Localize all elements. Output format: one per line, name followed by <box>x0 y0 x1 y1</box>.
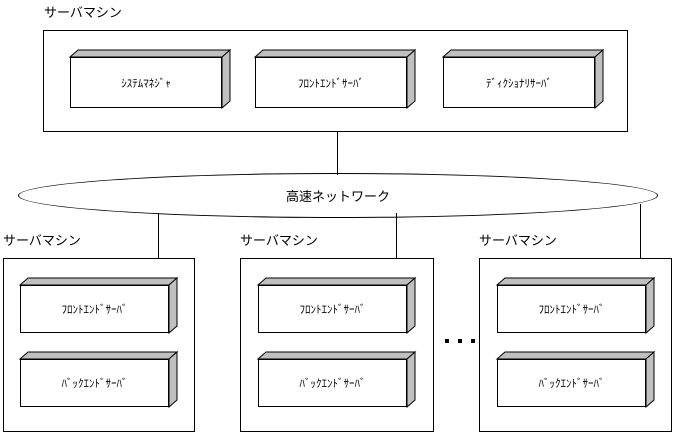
connector-network-to-machine-3 <box>640 204 641 258</box>
server-block-3d-shading <box>495 350 656 409</box>
server-block-3d-shading <box>18 350 179 409</box>
server-block-front-face <box>497 359 646 407</box>
server-block-front-end-top[interactable]: ﾌﾛﾝﾄｴﾝﾄﾞｻｰﾊﾞ <box>253 48 417 110</box>
server-block-3d-shading <box>18 276 179 335</box>
server-block-label: ﾊﾞｯｸｴﾝﾄﾞｻｰﾊﾞ <box>61 377 128 390</box>
server-block-label: ﾌﾛﾝﾄｴﾝﾄﾞｻｰﾊﾞ <box>298 76 364 90</box>
bottom-machine-3-caption: サーバマシン <box>479 234 557 249</box>
server-block-front-face <box>258 285 407 333</box>
connector-network-to-machine-1 <box>158 213 159 258</box>
ellipsis-dot <box>458 339 462 343</box>
server-block-label: ﾌﾛﾝﾄｴﾝﾄﾞｻｰﾊﾞ <box>61 303 128 316</box>
server-block-front-end-3[interactable]: ﾌﾛﾝﾄｴﾝﾄﾞｻｰﾊﾞ <box>495 276 656 335</box>
server-block-label: ﾊﾞｯｸｴﾝﾄﾞｻｰﾊﾞ <box>538 377 605 390</box>
server-block-3d-shading <box>256 276 417 335</box>
server-block-label: ﾌﾛﾝﾄｴﾝﾄﾞｻｰﾊﾞ <box>538 303 605 316</box>
server-block-front-face <box>443 57 595 108</box>
ellipsis-dot <box>471 339 475 343</box>
server-block-back-end-2[interactable]: ﾊﾞｯｸｴﾝﾄﾞｻｰﾊﾞ <box>256 350 417 409</box>
connector-network-to-machine-2 <box>396 213 397 258</box>
server-block-front-face <box>20 285 169 333</box>
network-ellipse-shape <box>18 173 658 218</box>
server-block-front-face <box>258 359 407 407</box>
network-label: 高速ネットワーク <box>285 190 390 205</box>
bottom-machine-1-caption: サーバマシン <box>3 234 81 249</box>
bottom-machine-2-caption: サーバマシン <box>240 234 318 249</box>
server-block-dictionary[interactable]: ﾃﾞｨｸｼｮﾅﾘｻｰﾊﾞ <box>441 48 605 110</box>
server-block-front-face <box>255 57 407 108</box>
server-block-label: ﾌﾛﾝﾄｴﾝﾄﾞｻｰﾊﾞ <box>299 303 366 316</box>
connector-top-machine-to-network <box>337 131 338 175</box>
server-block-label: ｼｽﾃﾑﾏﾈｼﾞｬ <box>121 76 171 90</box>
server-block-label: ﾊﾞｯｸｴﾝﾄﾞｻｰﾊﾞ <box>299 377 366 390</box>
server-block-3d-shading <box>68 48 232 110</box>
server-block-label: ﾃﾞｨｸｼｮﾅﾘｻｰﾊﾞ <box>486 76 552 90</box>
server-block-system-manager[interactable]: ｼｽﾃﾑﾏﾈｼﾞｬ <box>68 48 232 110</box>
server-block-front-face <box>20 359 169 407</box>
ellipsis-dot <box>445 339 449 343</box>
network-ellipse: 高速ネットワーク <box>18 173 658 218</box>
ellipsis-indicator <box>445 339 475 343</box>
server-block-back-end-1[interactable]: ﾊﾞｯｸｴﾝﾄﾞｻｰﾊﾞ <box>18 350 179 409</box>
server-block-front-face <box>70 57 222 108</box>
server-block-front-end-1[interactable]: ﾌﾛﾝﾄｴﾝﾄﾞｻｰﾊﾞ <box>18 276 179 335</box>
top-machine-caption: サーバマシン <box>44 6 122 21</box>
server-block-front-face <box>497 285 646 333</box>
server-block-front-end-2[interactable]: ﾌﾛﾝﾄｴﾝﾄﾞｻｰﾊﾞ <box>256 276 417 335</box>
server-block-3d-shading <box>256 350 417 409</box>
server-block-back-end-3[interactable]: ﾊﾞｯｸｴﾝﾄﾞｻｰﾊﾞ <box>495 350 656 409</box>
